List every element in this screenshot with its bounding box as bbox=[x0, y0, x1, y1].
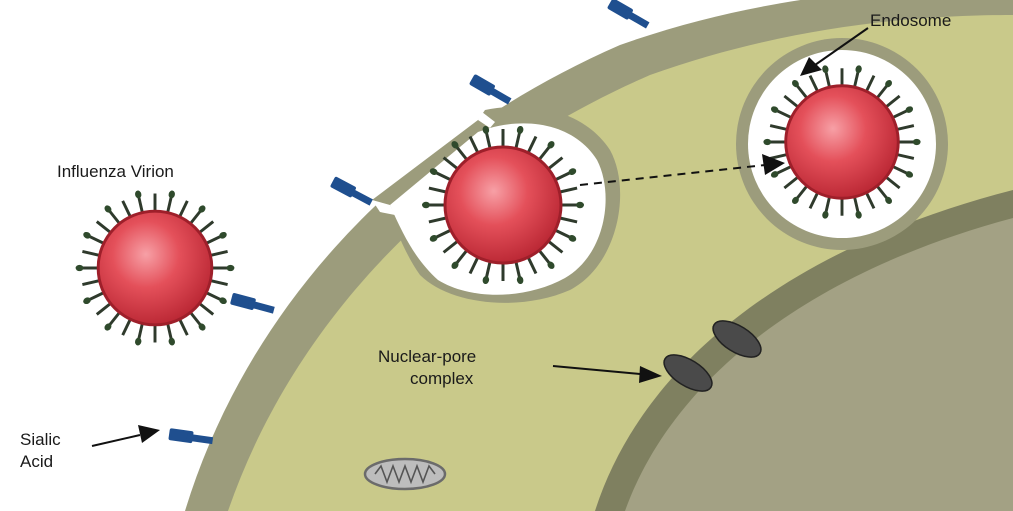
receptor-icon bbox=[168, 428, 213, 446]
receptor-icon bbox=[230, 293, 276, 316]
influenza-virion-label: Influenza Virion bbox=[57, 162, 174, 181]
receptor-icon bbox=[607, 0, 651, 30]
receptor-icon bbox=[469, 74, 513, 106]
endosome-label: Endosome bbox=[870, 11, 951, 30]
virion-free bbox=[76, 190, 235, 346]
nuclear-pore-label-line1: Nuclear-pore bbox=[378, 347, 476, 366]
receptor-icon bbox=[330, 176, 374, 207]
sialic-acid-pointer bbox=[92, 425, 160, 446]
sialic-acid-label-line1: Sialic bbox=[20, 430, 61, 449]
sialic-acid-label-line2: Acid bbox=[20, 452, 53, 471]
nuclear-pore-label-line2: complex bbox=[410, 369, 474, 388]
mitochondrion-icon bbox=[365, 459, 445, 489]
